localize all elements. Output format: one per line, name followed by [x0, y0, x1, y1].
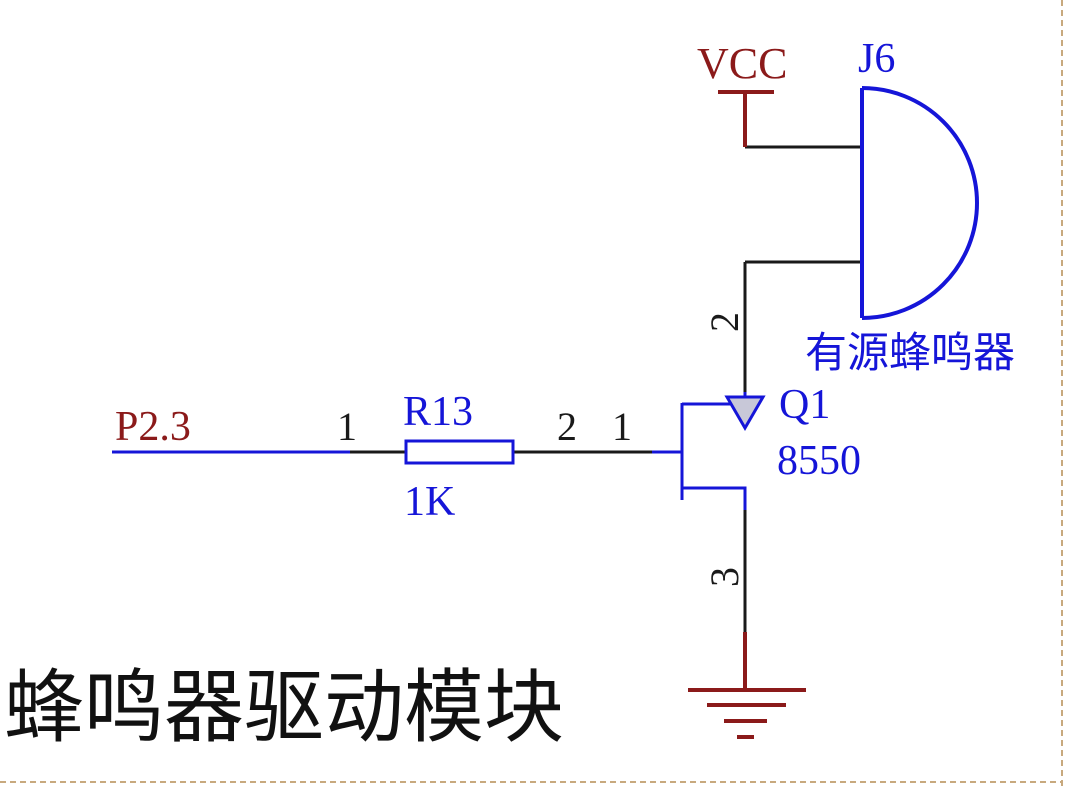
vcc-label: VCC [697, 39, 787, 88]
transistor-value: 8550 [777, 438, 861, 484]
pnp-transistor-symbol [652, 392, 747, 510]
transistor-emitter-pin-label: 2 [702, 312, 747, 332]
input-net-label: P2.3 [115, 404, 191, 450]
resistor-value: 1K [404, 479, 455, 525]
resistor-designator: R13 [403, 389, 473, 435]
ground-symbol [688, 632, 806, 739]
buzzer-designator: J6 [858, 36, 895, 82]
resistor-pin1-label: 1 [337, 404, 357, 449]
resistor-symbol [350, 439, 515, 465]
transistor-base-pin-label: 1 [612, 404, 632, 449]
transistor-collector-pin-label: 3 [702, 567, 747, 587]
transistor-designator: Q1 [779, 382, 830, 428]
resistor-body [404, 439, 515, 465]
transistor-emitter-arrow-icon [724, 395, 766, 431]
buzzer-dome [861, 86, 979, 320]
buzzer-description: 有源蜂鸣器 [805, 328, 1015, 377]
transistor-collector-lead [682, 486, 747, 510]
resistor-pin2-label: 2 [557, 404, 577, 449]
vcc-symbol [718, 90, 774, 147]
buzzer-symbol [860, 86, 979, 320]
module-title: 蜂鸣器驱动模块 [4, 661, 564, 754]
